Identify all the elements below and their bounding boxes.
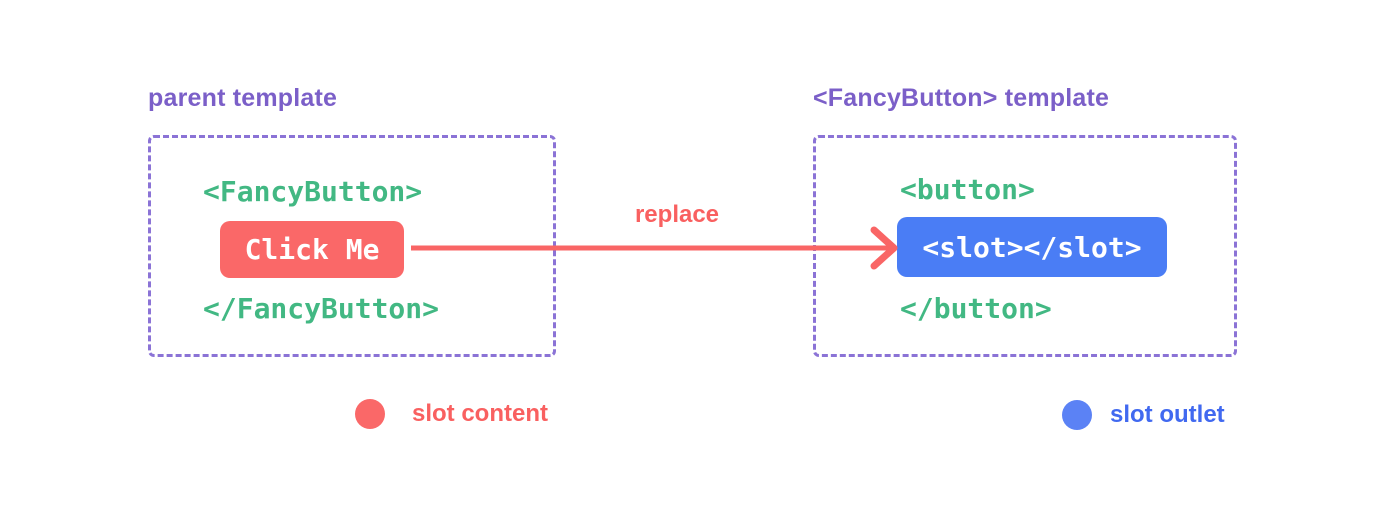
slot-outlet-dot-icon [1062, 400, 1092, 430]
slot-content-label: slot content [412, 400, 548, 427]
click-me-button: Click Me [220, 221, 404, 278]
fancybutton-template-title: <FancyButton> template [813, 84, 1110, 112]
parent-close-tag: </FancyButton> [203, 292, 440, 325]
child-close-tag: </button> [900, 292, 1052, 325]
legend-slot-content: slot content [355, 399, 548, 429]
parent-template-box: <FancyButton> Click Me </FancyButton> [148, 135, 556, 357]
fancybutton-template-box: <button> <slot></slot> </button> [813, 135, 1237, 357]
slot-outlet-button: <slot></slot> [897, 217, 1167, 277]
child-open-tag: <button> [900, 173, 1035, 206]
slot-outlet-code-label: <slot></slot> [922, 230, 1142, 264]
slot-outlet-label: slot outlet [1110, 401, 1225, 428]
parent-open-tag: <FancyButton> [203, 175, 423, 208]
click-me-label: Click Me [244, 233, 380, 266]
replace-label: replace [634, 201, 720, 228]
slot-content-dot-icon [355, 399, 385, 429]
legend-slot-outlet: slot outlet [1062, 400, 1225, 430]
parent-template-title: parent template [148, 84, 338, 112]
